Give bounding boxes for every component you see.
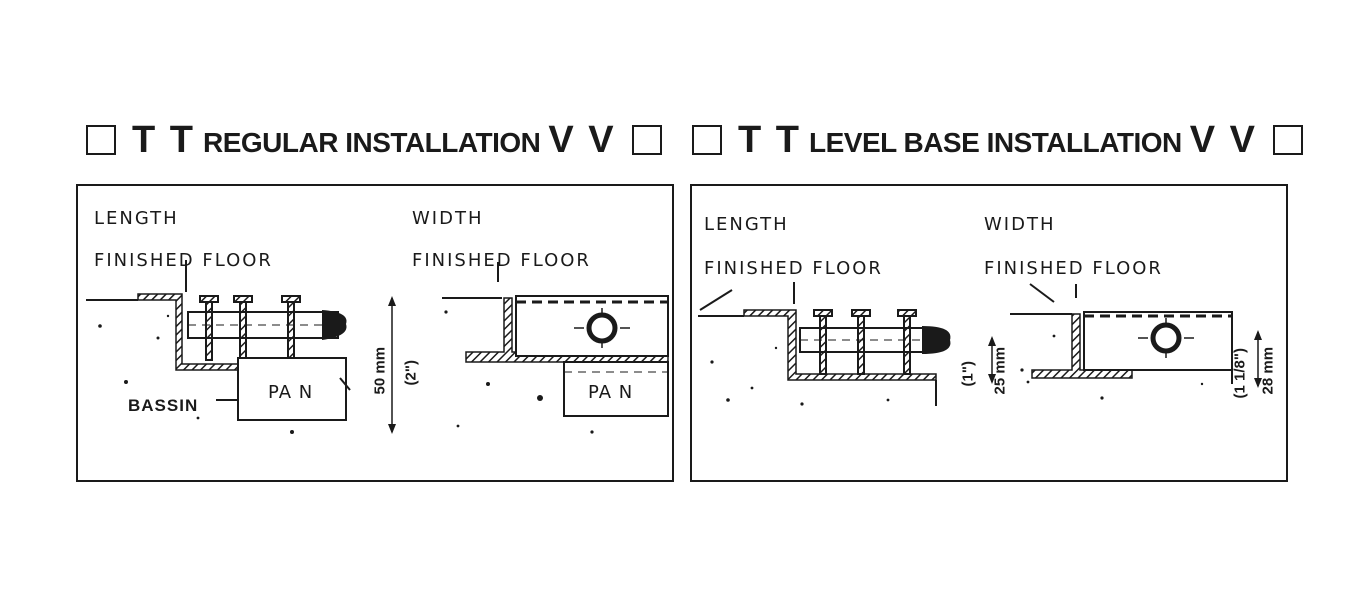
dimension-mm-text: 50 mm [371, 346, 389, 395]
dimension-50mm [388, 296, 396, 434]
panel-level-base-installation: LENGTH FINISHED FLOOR WIDTH FINISHED FLO… [690, 184, 1288, 482]
checkbox-regular-right[interactable] [631, 125, 662, 155]
header: T T REGULAR INSTALLATION V V T T LEVEL B… [0, 112, 1350, 168]
width-label: WIDTH [984, 214, 1056, 235]
length-label: LENGTH [94, 208, 179, 229]
width-label: WIDTH [412, 208, 484, 229]
checkbox-regular-left[interactable] [86, 125, 116, 155]
length-section [698, 282, 951, 406]
title-text: REGULAR INSTALLATION [202, 126, 541, 158]
checkbox-level-right[interactable] [1272, 125, 1303, 155]
finished-floor-label-width: FINISHED FLOOR [412, 250, 591, 271]
regular-cross-section-drawing [86, 260, 669, 434]
length-label: LENGTH [704, 214, 789, 235]
dimension-28mm [1254, 330, 1262, 388]
level-base-cross-section-drawing [698, 282, 1262, 406]
mark-prefix: T T [132, 118, 195, 161]
pan-label-width: PA N [588, 382, 634, 403]
checkbox-level-left[interactable] [692, 125, 722, 155]
finished-floor-label-length: FINISHED FLOOR [704, 258, 883, 279]
mark-suffix: V V [548, 118, 616, 161]
title-regular: T T REGULAR INSTALLATION V V [132, 119, 616, 162]
mark-prefix: T T [738, 118, 801, 161]
finished-floor-label-width: FINISHED FLOOR [984, 258, 1163, 279]
option-regular-installation[interactable]: T T REGULAR INSTALLATION V V [86, 112, 662, 168]
mark-suffix: V V [1189, 118, 1257, 161]
title-text: LEVEL BASE INSTALLATION [808, 126, 1182, 158]
bassin-label: BASSIN [128, 396, 199, 415]
dimension1-inch-text: (1") [959, 361, 977, 387]
dimension-inch-text: (2") [402, 360, 420, 386]
dimension1-mm-text: 25 mm [991, 346, 1009, 395]
option-level-base-installation[interactable]: T T LEVEL BASE INSTALLATION V V [692, 112, 1303, 168]
dimension2-inch-text: (1 1/8") [1231, 348, 1249, 399]
width-section [442, 262, 669, 434]
dimension2-mm-text: 28 mm [1259, 346, 1277, 395]
dimension-25mm [988, 336, 996, 384]
length-section [86, 260, 351, 434]
width-section [1010, 283, 1233, 400]
panel-regular-installation: LENGTH FINISHED FLOOR WIDTH FINISHED FLO… [76, 184, 674, 482]
pan-label-length: PA N [268, 382, 314, 403]
finished-floor-label-length: FINISHED FLOOR [94, 250, 273, 271]
title-level-base: T T LEVEL BASE INSTALLATION V V [738, 119, 1257, 162]
